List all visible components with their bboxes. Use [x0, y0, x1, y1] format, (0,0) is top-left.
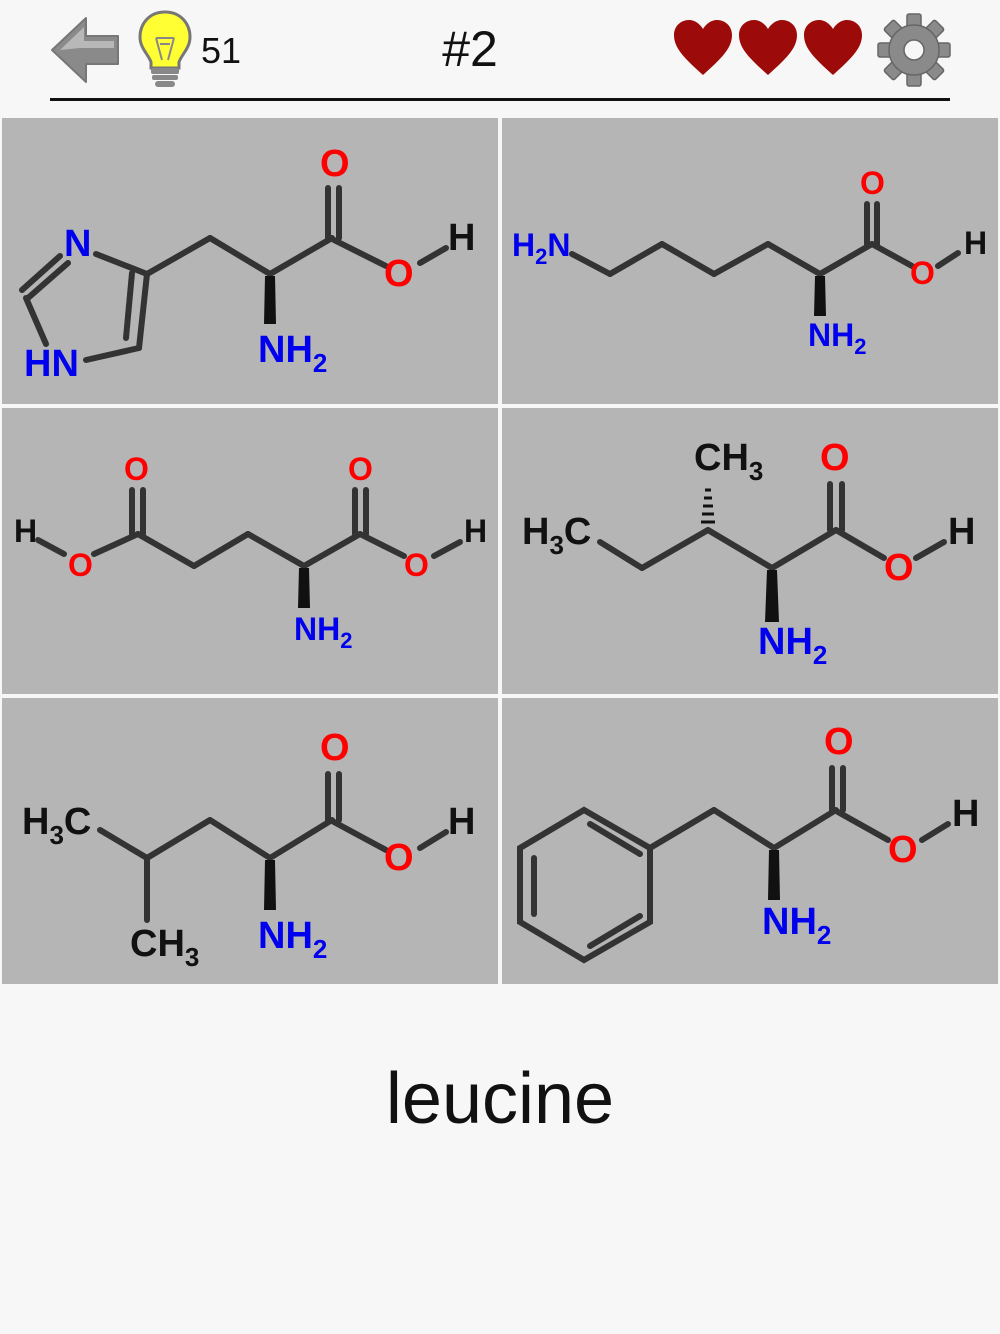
answer-tile-leucine[interactable]: H3C CH3 O O H NH2 [2, 698, 498, 984]
atom-label: H3C [522, 511, 591, 560]
atom-label: CH3 [694, 437, 763, 486]
atom-label: H [948, 511, 975, 553]
atom-label: CH3 [130, 923, 199, 972]
atom-label: NH2 [758, 621, 827, 670]
atom-label: H [952, 793, 979, 835]
answer-tile-glutamic-acid[interactable]: H O O O O H NH2 [2, 408, 498, 694]
lives-indicator [670, 18, 866, 82]
back-button[interactable] [46, 10, 124, 90]
atom-label: O [384, 837, 414, 879]
atom-label: O [888, 829, 918, 871]
structure-lysine: H2N O O H NH2 [512, 165, 987, 359]
atom-label: H [464, 513, 487, 549]
atom-label: O [320, 727, 350, 769]
arrow-left-icon [51, 17, 119, 83]
atom-label: O [860, 165, 885, 201]
atom-label: NH2 [258, 329, 327, 378]
hint-button[interactable] [136, 8, 194, 92]
atom-label: H [448, 217, 475, 259]
atom-label: H3C [22, 801, 91, 850]
atom-label: NH2 [762, 901, 831, 950]
top-bar: 51 #2 [0, 0, 1000, 104]
atom-label: O [824, 721, 854, 763]
atom-label: O [910, 255, 935, 291]
atom-label: N [64, 223, 91, 265]
atom-label: O [348, 451, 373, 487]
structure-isoleucine: CH3 H3C O O H NH2 [522, 437, 975, 670]
heart-icon [739, 20, 797, 75]
heart-icon [804, 20, 862, 75]
answer-tile-phenylalanine[interactable]: O O H NH2 [502, 698, 998, 984]
answer-grid: O O H N HN NH2 H2N O O H NH2 [0, 116, 1000, 986]
atom-label: O [884, 547, 914, 589]
atom-label: NH2 [808, 317, 866, 359]
answer-tile-histidine[interactable]: O O H N HN NH2 [2, 118, 498, 404]
prompt-word: leucine [385, 1059, 615, 1139]
atom-label: O [124, 451, 149, 487]
gear-icon [877, 13, 951, 87]
atom-label: O [820, 437, 850, 479]
atom-label: O [320, 143, 350, 185]
structure-histidine: O O H N HN NH2 [19, 143, 475, 385]
answer-tile-lysine[interactable]: H2N O O H NH2 [502, 118, 998, 404]
settings-button[interactable] [876, 12, 952, 88]
atom-label: H [14, 513, 37, 549]
atom-label: O [404, 547, 429, 583]
answer-tile-isoleucine[interactable]: CH3 H3C O O H NH2 [502, 408, 998, 694]
atom-label: O [68, 547, 93, 583]
atom-label: NH2 [294, 611, 352, 653]
lightbulb-icon [138, 10, 192, 87]
level-number: #2 [442, 21, 498, 77]
atom-label: H2N [512, 227, 570, 269]
atom-label: H [964, 225, 987, 261]
structure-glutamic-acid: H O O O O H NH2 [14, 451, 487, 653]
atom-label: HN [24, 343, 79, 385]
heart-icon [674, 20, 732, 75]
atom-label: H [448, 801, 475, 843]
header-divider [50, 98, 950, 101]
atom-label: O [384, 253, 414, 295]
structure-phenylalanine: O O H NH2 [517, 721, 979, 964]
structure-leucine: H3C CH3 O O H NH2 [22, 727, 475, 972]
hints-count: 51 [201, 30, 242, 71]
atom-label: NH2 [258, 915, 327, 964]
